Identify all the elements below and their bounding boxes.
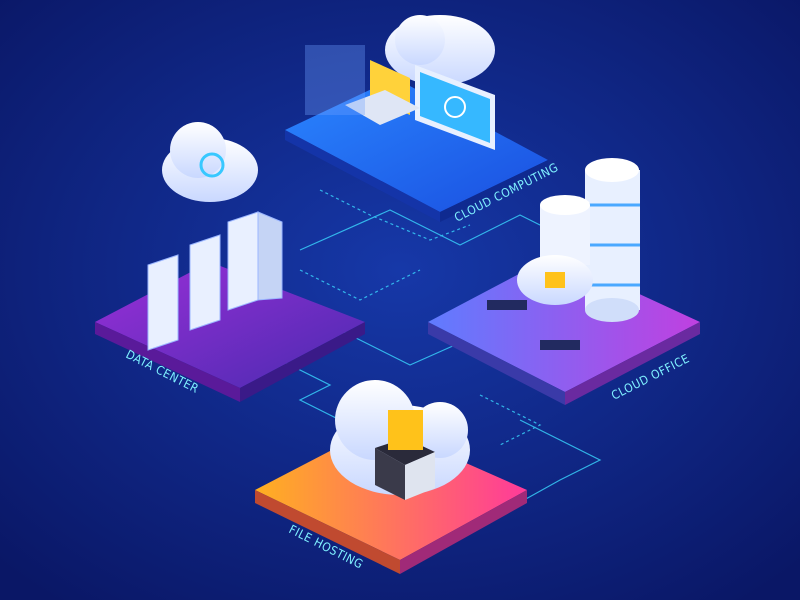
desk-icon xyxy=(540,340,580,350)
desk-icon xyxy=(487,300,527,310)
cloud-icon xyxy=(385,15,495,85)
file-hosting-platform xyxy=(255,380,527,574)
network-lines xyxy=(279,189,602,546)
data-center-platform xyxy=(95,122,365,402)
cloud-computing-platform xyxy=(285,15,548,222)
cloud-icon xyxy=(162,122,258,202)
folder-cloud-icon xyxy=(517,255,593,305)
server-rack-icons xyxy=(147,211,283,351)
monitor-icon xyxy=(415,65,495,150)
database-stack-icon xyxy=(540,158,640,322)
cloud-office-platform xyxy=(428,158,700,405)
hologram-panel xyxy=(305,45,365,115)
file-cabinet-icon xyxy=(375,410,435,500)
laptop-icon xyxy=(345,60,420,125)
